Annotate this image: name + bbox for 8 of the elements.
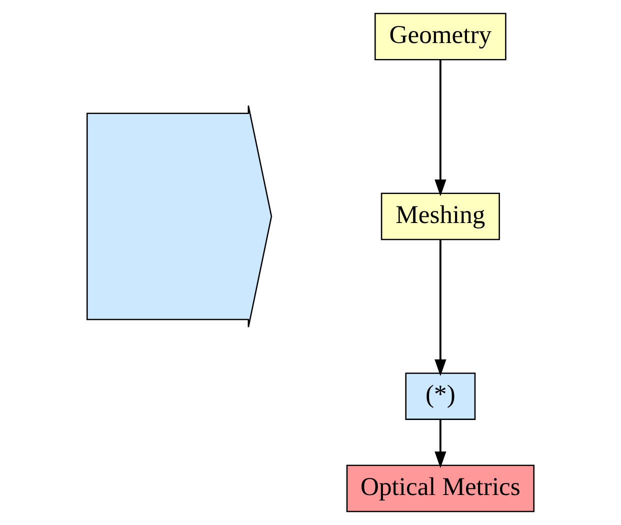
arrow [434, 240, 446, 376]
node-arrow [86, 105, 272, 328]
arrow [434, 420, 446, 468]
node-box: Geometry [374, 12, 506, 60]
node-box: Optical Metrics [346, 464, 535, 512]
node-box: (*) [405, 372, 476, 420]
arrow [434, 60, 446, 196]
node-box: Meshing [380, 192, 500, 240]
